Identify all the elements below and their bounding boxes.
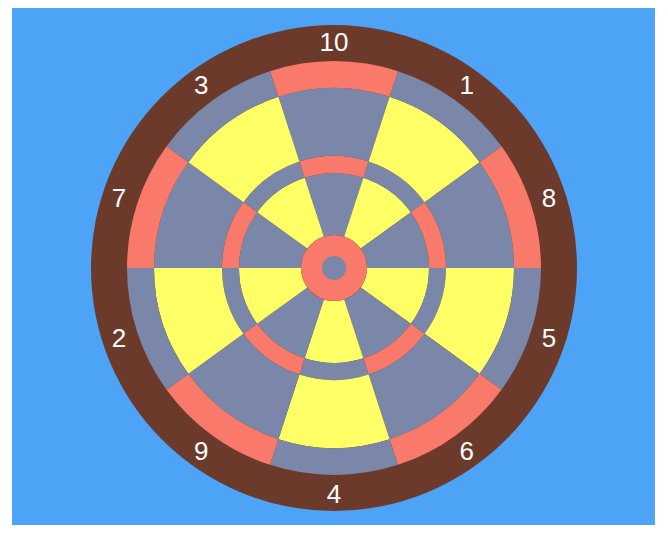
- board-segment: [270, 439, 398, 475]
- segment-number: 9: [194, 438, 208, 464]
- board-segment: [167, 374, 279, 465]
- segment-number: 3: [194, 72, 208, 98]
- board-group: [91, 25, 577, 511]
- board-segment: [480, 146, 541, 268]
- segment-number: 7: [112, 185, 126, 211]
- board-segment: [390, 374, 502, 465]
- bull-ring: [301, 235, 367, 301]
- segment-number: 10: [320, 29, 349, 55]
- segment-number: 1: [460, 72, 474, 98]
- segment-number: 5: [542, 325, 556, 351]
- board-segment: [167, 71, 279, 162]
- bullseye: [322, 256, 346, 280]
- board-segment: [299, 358, 368, 380]
- outer-ring: [91, 25, 577, 511]
- segment-number: 2: [112, 325, 126, 351]
- board-segment: [390, 71, 502, 162]
- board-segment: [480, 268, 541, 390]
- segment-number: 8: [542, 185, 556, 211]
- board-segment: [127, 268, 188, 390]
- background: [12, 8, 655, 525]
- board-segment: [127, 146, 188, 268]
- segment-number: 4: [327, 481, 341, 507]
- segment-number: 6: [460, 438, 474, 464]
- board-segment: [299, 156, 368, 178]
- board-segment: [270, 61, 398, 97]
